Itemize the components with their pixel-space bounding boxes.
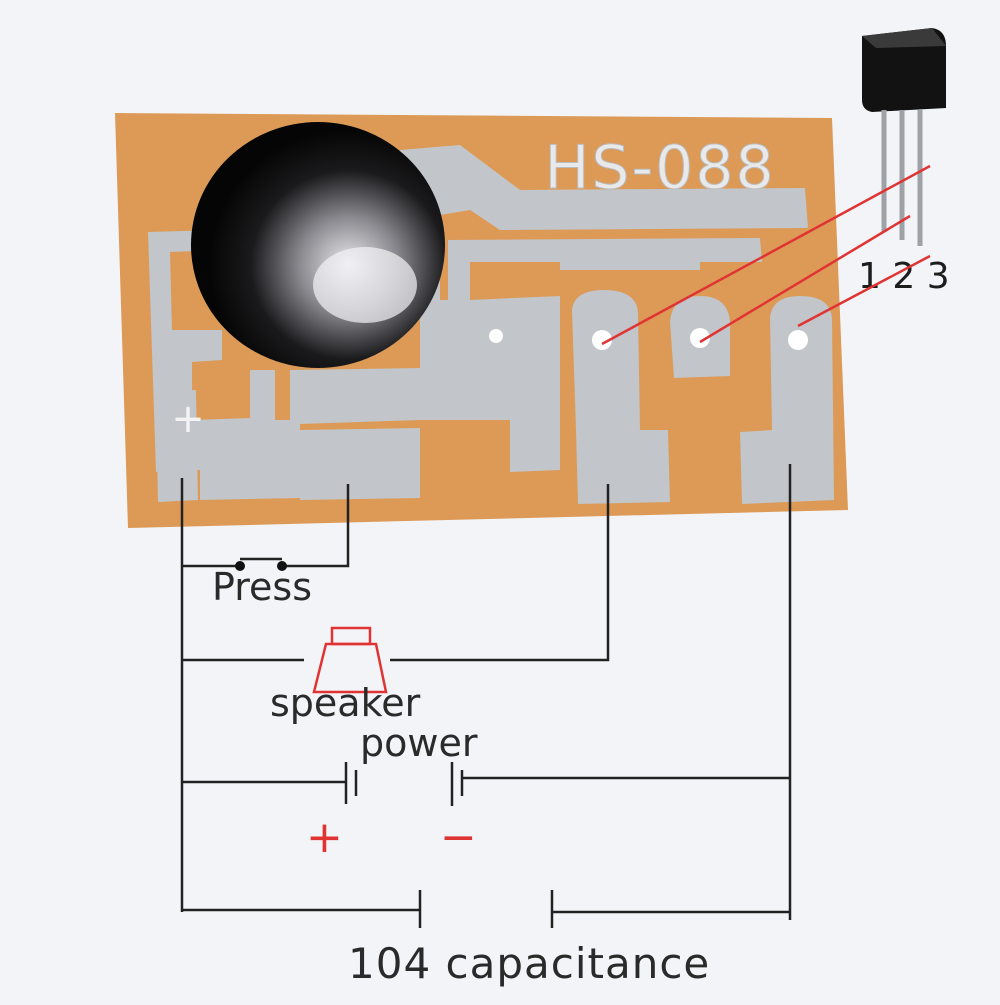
transistor-top (862, 28, 946, 48)
press-label: Press (212, 565, 312, 609)
plus-label: + (306, 812, 343, 863)
switch-contact-right (277, 561, 287, 571)
board-model-label: HS-088 (544, 133, 775, 203)
pin3-mapping-line (797, 254, 931, 328)
pcb-board: HS-088 + (115, 113, 848, 528)
copper-pin3-pad (740, 296, 834, 504)
copper-middle-rail (420, 238, 762, 420)
drill-hole-pin1 (592, 330, 612, 350)
pin1-mapping-line (601, 164, 931, 346)
transistor: 1 2 3 (858, 28, 950, 297)
copper-plus-pad (156, 390, 198, 502)
drill-hole-pin3 (788, 330, 808, 350)
drill-hole-a (489, 329, 503, 343)
switch-contact-left (235, 561, 245, 571)
copper-top-trace (400, 145, 808, 300)
power-label: power (360, 721, 478, 765)
drill-hole-pin2 (690, 328, 710, 348)
press-wire-right (282, 484, 350, 568)
copper-traces (148, 145, 834, 504)
chip-blob (191, 122, 445, 368)
capacitor-label: 104 capacitance (348, 939, 710, 988)
speaker-wire-right (390, 484, 610, 662)
minus-label: − (440, 812, 477, 863)
pin2-mapping-line (699, 214, 911, 344)
chip-blob-highlight (313, 247, 417, 323)
transistor-pin-numbers: 1 2 3 (858, 256, 950, 297)
schematic-wires (180, 464, 792, 928)
pin-mapping-lines (601, 164, 931, 346)
speaker-icon (312, 626, 388, 694)
transistor-body (862, 28, 946, 112)
board-plus-mark: + (171, 396, 205, 442)
copper-left-frame (148, 230, 420, 500)
speaker-label: speaker (270, 681, 421, 725)
copper-bottom-pad (300, 428, 420, 500)
